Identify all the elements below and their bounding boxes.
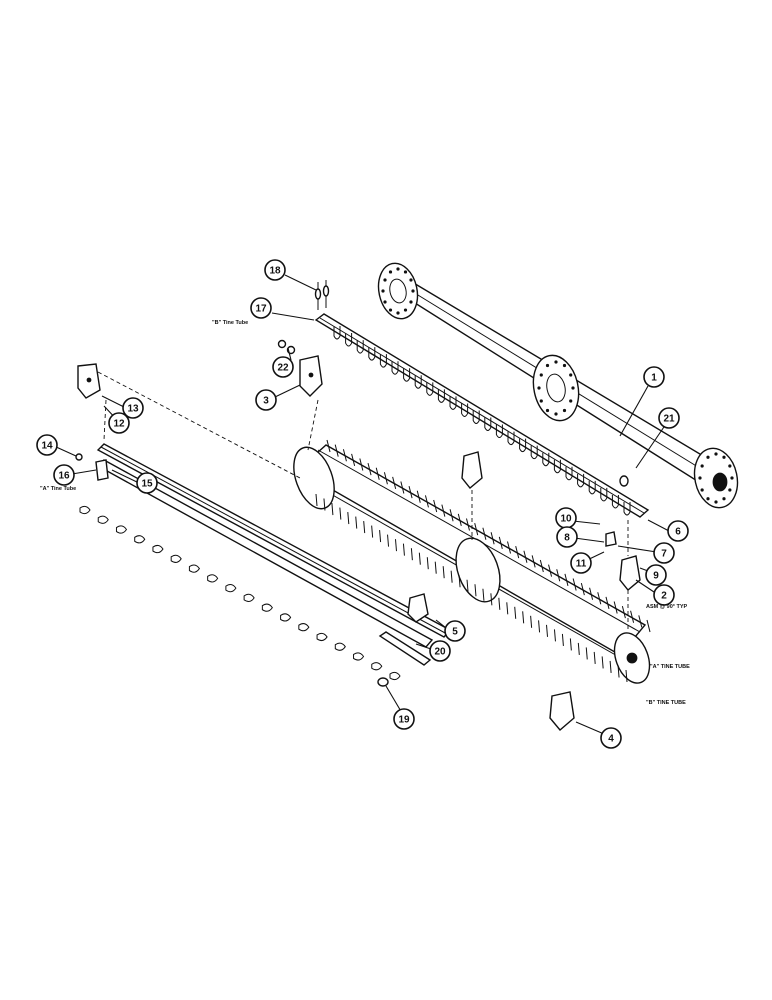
callout-3: 3	[255, 389, 277, 411]
left-tine-row	[79, 505, 401, 681]
assembly-lines	[97, 371, 629, 630]
svg-text:2: 2	[661, 591, 667, 602]
callout-12: 12	[108, 412, 130, 434]
callout-11: 11	[570, 552, 592, 574]
brackets	[75, 280, 641, 731]
svg-text:1: 1	[651, 373, 657, 384]
callout-15: 15	[136, 472, 158, 494]
svg-text:13: 13	[127, 404, 139, 415]
svg-text:22: 22	[277, 363, 289, 374]
svg-text:6: 6	[675, 527, 681, 538]
svg-text:17: 17	[255, 304, 267, 315]
note-b-tine-tube-top: "B" Tine Tube	[212, 320, 248, 326]
left-bar-assembly	[96, 443, 452, 666]
svg-text:7: 7	[661, 549, 667, 560]
callout-16: 16	[53, 464, 75, 486]
callout-10: 10	[555, 507, 577, 529]
svg-text:12: 12	[113, 419, 125, 430]
note-a-tine-tube-right: "A" TINE TUBE	[650, 664, 690, 670]
note-asm-typ: ASM @ 90° TYP	[646, 604, 688, 610]
callout-5: 5	[444, 620, 466, 642]
svg-text:14: 14	[41, 441, 53, 452]
svg-text:15: 15	[141, 479, 153, 490]
note-a-tine-tube-left: "A" Tine Tube	[40, 486, 76, 492]
callout-4: 4	[600, 727, 622, 749]
svg-text:18: 18	[269, 266, 281, 277]
callout-7: 7	[653, 542, 675, 564]
upper-shaft-assembly	[377, 262, 739, 509]
callout-9: 9	[645, 564, 667, 586]
callout-21: 21	[658, 407, 680, 429]
callout-1: 1	[643, 366, 665, 388]
callout-6: 6	[667, 520, 689, 542]
svg-text:16: 16	[58, 471, 70, 482]
svg-text:11: 11	[576, 559, 587, 570]
svg-text:8: 8	[564, 533, 570, 544]
central-tine-tube-assembly	[293, 439, 651, 684]
svg-text:19: 19	[398, 715, 410, 726]
callout-2: 2	[653, 584, 675, 606]
upper-tine-bar	[314, 313, 650, 518]
callout-17: 17	[250, 297, 272, 319]
callout-14: 14	[36, 434, 58, 456]
svg-text:9: 9	[653, 571, 659, 582]
svg-text:4: 4	[608, 734, 614, 745]
callout-13: 13	[122, 397, 144, 419]
svg-text:20: 20	[434, 647, 446, 658]
callout-20: 20	[429, 640, 451, 662]
callout-18: 18	[264, 259, 286, 281]
svg-text:21: 21	[663, 414, 675, 425]
callout-22: 22	[272, 356, 294, 378]
callout-8: 8	[556, 526, 578, 548]
svg-text:10: 10	[560, 514, 572, 525]
note-b-tine-tube-bottom: "B" TINE TUBE	[646, 700, 686, 706]
svg-text:5: 5	[452, 627, 458, 638]
callout-19: 19	[393, 708, 415, 730]
svg-text:3: 3	[263, 396, 269, 407]
